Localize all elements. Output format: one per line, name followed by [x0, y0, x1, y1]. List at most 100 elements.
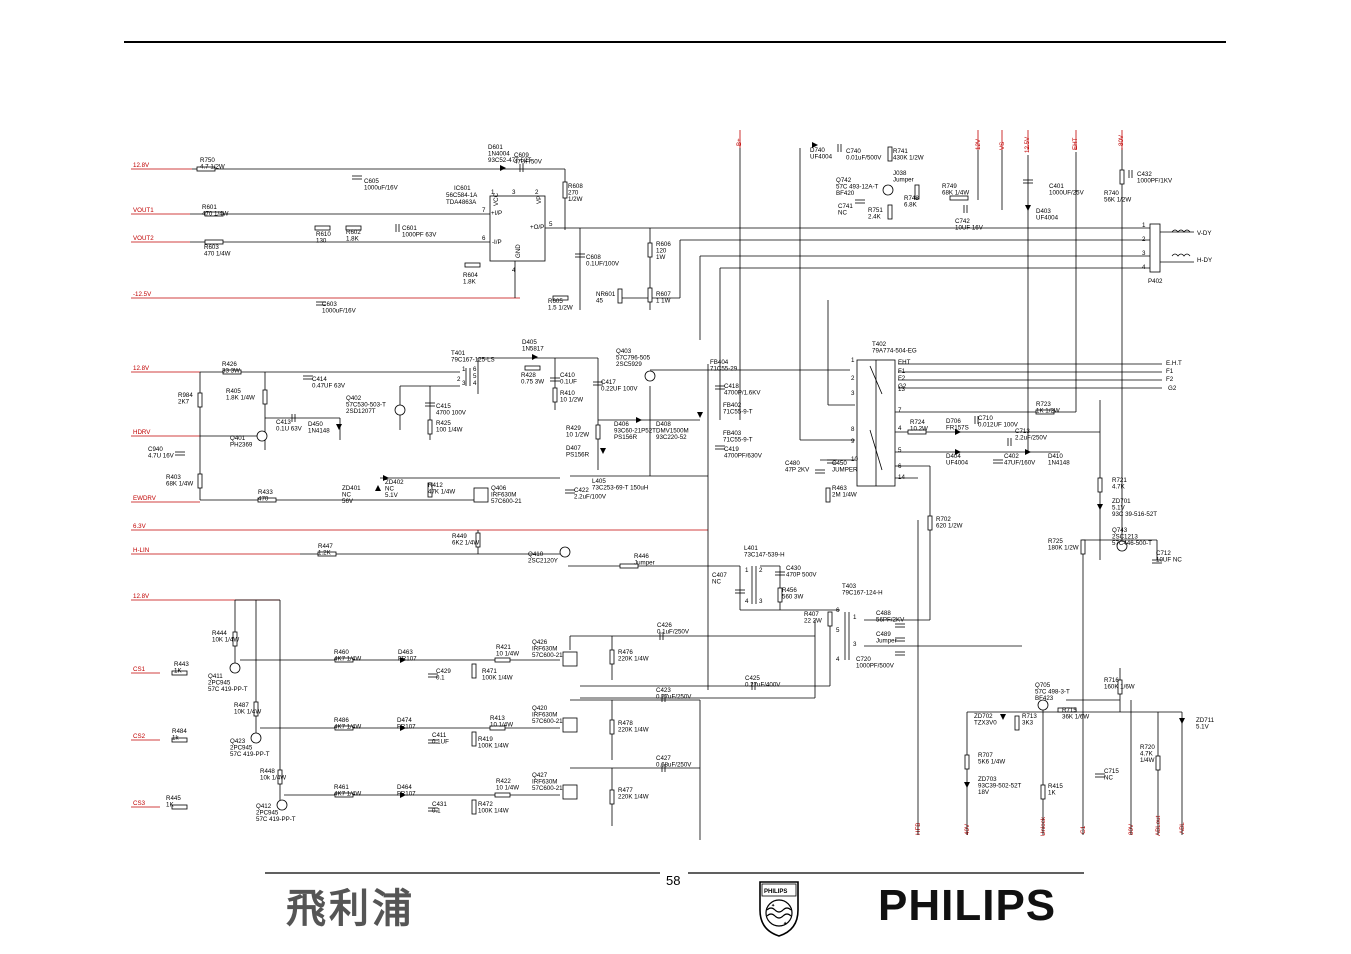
philips-chinese-logo: 飛利浦	[286, 886, 412, 932]
ic-pin-label: -I/P	[492, 239, 502, 246]
svg-text:1: 1	[1142, 222, 1146, 229]
svg-text:1: 1	[853, 614, 857, 621]
component-ref: C742	[955, 218, 970, 225]
component-value: 79C167-124-H	[842, 590, 883, 597]
component-value: 2PC945	[230, 745, 253, 752]
component-ref: C489	[876, 631, 891, 638]
svg-text:4: 4	[1142, 264, 1146, 271]
net-label: CS1	[133, 666, 146, 673]
component-value: 1N4148	[1048, 460, 1070, 467]
component-value: 2PC945	[256, 810, 279, 817]
component-value: 1/4W	[1140, 757, 1155, 764]
component-ref: R415	[1048, 783, 1063, 790]
component-value: 1/2W	[568, 196, 583, 203]
component-value: Jumper	[634, 560, 655, 567]
component-ref: R608	[568, 183, 583, 190]
net-label: 12.8V	[133, 593, 150, 600]
component-value: 1.8K	[463, 279, 477, 286]
component-ref: R707	[978, 752, 993, 759]
component-ref: C713	[1015, 428, 1030, 435]
ic-pin-number: 1	[491, 189, 495, 196]
component-ref: R419	[478, 736, 493, 743]
transistors	[229, 184, 1128, 811]
ic-pin-label: +O/P	[530, 224, 544, 231]
component-value: 68K 1/4W	[942, 190, 969, 197]
component-value: 2.4K	[868, 214, 882, 221]
component-value: 0.75 3W	[521, 379, 544, 386]
component-value: FR107	[397, 724, 416, 731]
component-value: NC	[385, 486, 394, 493]
ic-pin-number: 6	[482, 235, 486, 242]
component-value: 68K 1/4W	[166, 481, 193, 488]
net-label: G1	[1080, 825, 1087, 834]
net-label: VOUT2	[133, 235, 154, 242]
svg-text:G2: G2	[1168, 385, 1177, 392]
component-value: 1.2K	[318, 550, 332, 557]
component-ref: D408	[656, 421, 671, 428]
component-ref: Q742	[836, 177, 852, 184]
component-ref: R486	[334, 717, 349, 724]
wiring	[190, 130, 1194, 840]
component-ref: R602	[346, 229, 361, 236]
component-value: Jumper	[876, 638, 897, 645]
component-value: 1N5817	[522, 346, 544, 353]
component-ref: Q403	[616, 348, 632, 355]
component-ref: C407	[712, 572, 727, 579]
svg-text:3: 3	[851, 390, 855, 397]
component-ref: D410	[1048, 453, 1063, 460]
net-label: 6.3V	[133, 523, 147, 530]
ic-pin-label: VP	[536, 196, 543, 204]
component-ref: FB404	[710, 359, 729, 366]
component-ref: R741	[893, 148, 908, 155]
component-value: 1000uF/16V	[322, 308, 357, 315]
component-ref: ZD703	[978, 776, 997, 783]
component-value: 4.7K	[1140, 751, 1154, 758]
component-ref: R748	[904, 195, 919, 202]
component-value: UF4004	[946, 460, 969, 467]
component-ref: Q411	[208, 673, 223, 680]
component-ref: D406	[614, 421, 629, 428]
component-value: 4.7 1/2W	[200, 164, 225, 171]
component-value: IRF630M	[532, 646, 557, 653]
component-ref: D404	[946, 453, 961, 460]
component-ref: Q423	[230, 738, 246, 745]
component-value: 100K 1/4W	[482, 675, 513, 682]
component-ref: C605	[364, 178, 379, 185]
component-value: 470	[258, 496, 269, 503]
component-value: 1K	[166, 802, 174, 809]
component-value: 470 1/4W	[202, 211, 229, 218]
svg-text:10: 10	[851, 456, 858, 463]
component-value: 6K2 1/4W	[452, 540, 479, 547]
component-value: 2.2uF/250V	[1015, 435, 1048, 442]
component-value: 1k	[172, 735, 179, 742]
component-value: 10UF NC	[1156, 557, 1182, 564]
component-ref: C609	[514, 152, 529, 159]
component-value: IRF630M	[491, 492, 516, 499]
component-value: 4700PF/630V	[724, 453, 763, 460]
component-value: 1K	[174, 668, 182, 675]
component-value: 2M 1/4W	[832, 492, 857, 499]
component-ref: R471	[482, 668, 497, 675]
component-ref: Q401	[230, 435, 246, 442]
philips-shield-logo: PHILIPS ✦ ✦	[759, 881, 799, 937]
net-label: CS2	[133, 733, 146, 740]
component-ref: T402	[872, 341, 887, 348]
component-value: Jumper	[893, 177, 914, 184]
component-ref: C715	[1104, 768, 1119, 775]
component-ref: R425	[436, 420, 451, 427]
net-label: HFB	[915, 823, 922, 835]
svg-text:6: 6	[836, 607, 840, 614]
component-ref: R428	[521, 372, 536, 379]
net-label: Unlock	[1040, 816, 1047, 836]
component-ref: R449	[452, 533, 467, 540]
component-value: 10K 1/4W	[234, 709, 261, 716]
component-value: 10 1/4W	[496, 651, 519, 658]
component-ref: R443	[174, 661, 189, 668]
ic-label: IC601	[454, 185, 471, 192]
component-value: 2SC1213	[1112, 534, 1138, 541]
component-value: PS156R	[614, 434, 638, 441]
component-value: 57C600-21	[491, 498, 522, 505]
component-ref: R723	[1036, 401, 1051, 408]
net-label: VS	[999, 142, 1006, 150]
component-ref: D403	[1036, 208, 1051, 215]
